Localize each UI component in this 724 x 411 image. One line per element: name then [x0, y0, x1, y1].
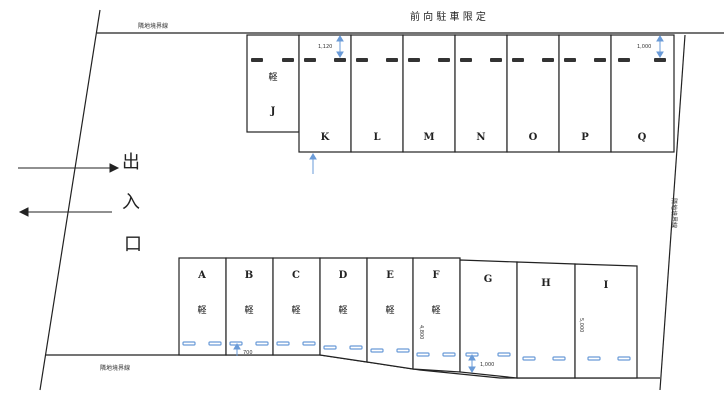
kei-mark-D: 軽 [338, 305, 347, 316]
top-wheel-stops [251, 58, 666, 62]
dim-k-top: 1,120 [318, 44, 332, 50]
space-label-F: F [432, 270, 439, 281]
wheel-stop-icon [438, 58, 450, 62]
forward-parking-note: 前 向 駐 車 限 定 [410, 10, 486, 23]
space-K [298, 34, 352, 153]
space-label-M: M [423, 132, 434, 143]
wheel-stop-icon [416, 352, 430, 357]
wheel-stop-icon [370, 348, 384, 353]
kei-mark-C: 軽 [291, 305, 300, 316]
wheel-stop-icon [282, 58, 294, 62]
wheel-stop-icon [255, 341, 269, 346]
space-label-I: I [604, 280, 609, 291]
kei-mark-B: 軽 [244, 305, 253, 316]
space-A [178, 257, 227, 356]
space-Q [610, 34, 675, 153]
wheel-stop-icon [349, 345, 363, 350]
wheel-stop-icon [617, 356, 631, 361]
space-label-K: K [321, 132, 330, 143]
wheel-stop-icon [302, 341, 316, 346]
wheel-stop-icon [304, 58, 316, 62]
kei-mark-F: 軽 [431, 305, 440, 316]
arrow-out-icon [18, 207, 29, 217]
space-label-L: L [373, 132, 380, 143]
bottom-row [178, 257, 638, 379]
wheel-stop-icon [522, 356, 536, 361]
bottom-dimension-marks [233, 343, 476, 373]
space-label-G: G [484, 274, 493, 285]
kei-mark-A: 軽 [197, 305, 206, 316]
wheel-stop-icon [460, 58, 472, 62]
wheel-stop-icon [587, 356, 601, 361]
wheel-stop-icon [396, 348, 410, 353]
space-O [506, 34, 560, 153]
space-label-A: A [197, 270, 206, 281]
space-C [272, 257, 321, 356]
dim-g-bottom: 1,000 [480, 362, 494, 368]
space-label-P: P [581, 132, 589, 143]
entrance-char-1: 出 [122, 152, 140, 173]
space-label-D: D [339, 270, 348, 281]
wheel-stop-icon [594, 58, 606, 62]
space-label-E: E [386, 270, 394, 281]
dim-q-top: 1,000 [637, 44, 651, 50]
space-label-N: N [476, 132, 485, 143]
space-N [454, 34, 508, 153]
kei-mark-E: 軽 [385, 305, 394, 316]
space-label-H: H [541, 278, 550, 289]
space-label-J: J [270, 106, 276, 117]
top-dimension-marks [309, 35, 664, 174]
wheel-stop-icon [356, 58, 368, 62]
wheel-stop-icon [182, 341, 196, 346]
wheel-stop-icon [618, 58, 630, 62]
space-label-O: O [529, 132, 538, 143]
entrance-char-3: 口 [124, 234, 142, 255]
wheel-stop-icon [334, 58, 346, 62]
arrow-in-icon [109, 163, 120, 173]
wheel-stop-icon [542, 58, 554, 62]
wheel-stop-icon [552, 356, 566, 361]
wheel-stop-icon [251, 58, 263, 62]
wheel-stop-icon [654, 58, 666, 62]
space-I [574, 263, 638, 379]
boundary-label-bottom: 隣地境界線 [100, 364, 130, 372]
space-J [246, 34, 300, 133]
wheel-stop-icon [442, 352, 456, 357]
boundary-label-top: 隣地境界線 [138, 22, 168, 30]
dim-f-side: 4,800 [418, 325, 424, 339]
boundary-label-right: 隣地境界線 [670, 198, 678, 228]
space-label-B: B [245, 270, 253, 281]
wheel-stop-icon [564, 58, 576, 62]
dim-b-bottom: 700 [243, 350, 253, 356]
entrance-arrows [18, 163, 120, 217]
entrance-char-2: 入 [122, 192, 140, 213]
wheel-stop-icon [276, 341, 290, 346]
wheel-stop-icon [208, 341, 222, 346]
space-P [558, 34, 612, 153]
space-B [225, 257, 274, 356]
dim-i-side: 5,000 [578, 318, 584, 332]
wheel-stop-icon [323, 345, 337, 350]
top-row [246, 34, 675, 153]
wheel-stop-icon [497, 352, 511, 357]
space-label-C: C [292, 270, 300, 281]
wheel-stop-icon [386, 58, 398, 62]
space-label-Q: Q [638, 132, 647, 143]
wheel-stop-icon [408, 58, 420, 62]
wheel-stop-icon [512, 58, 524, 62]
wheel-stop-icon [490, 58, 502, 62]
kei-mark-J: 軽 [268, 72, 277, 83]
